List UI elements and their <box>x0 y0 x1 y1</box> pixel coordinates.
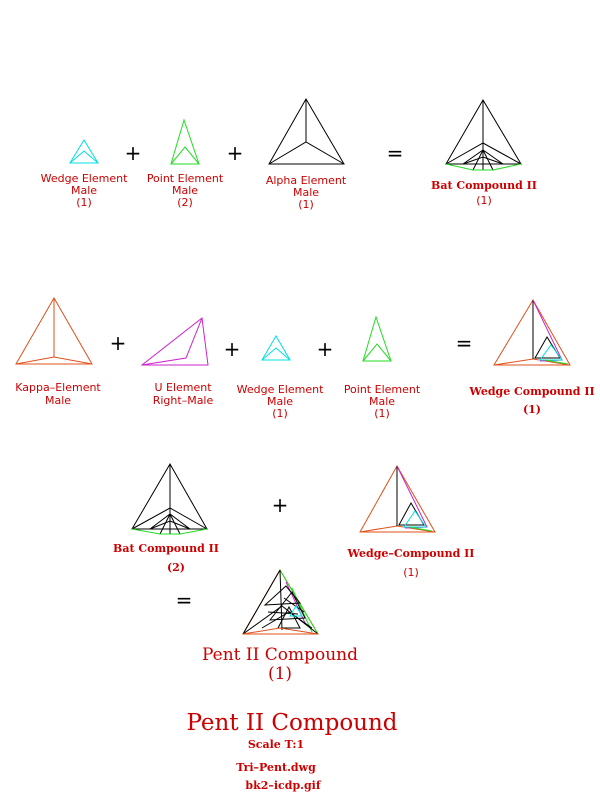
bat-compound-count: (1) <box>476 194 492 207</box>
alpha-element-shape <box>268 97 345 165</box>
pent-compound-name: Pent II Compound <box>202 645 358 665</box>
wedge-compound-shape <box>493 299 571 366</box>
bat-compound-shape <box>131 462 208 535</box>
bat-compound-name: Bat Compound II <box>113 542 219 555</box>
wedge-element-name: Wedge Element <box>237 383 324 396</box>
u-element-name: U Element <box>154 381 212 394</box>
wedge-compound-count: (1) <box>523 403 541 416</box>
plus-operator: + <box>272 493 289 517</box>
point-element-count: (1) <box>374 407 390 420</box>
bat-compound-count: (2) <box>167 561 185 574</box>
wedge-element-shape <box>69 139 99 164</box>
drawing-scale: Scale T:1 <box>248 738 304 751</box>
wedge-element-name: Wedge Element <box>41 172 128 185</box>
wedge-element-sex: Male <box>267 395 293 408</box>
u-element-shape <box>140 317 209 366</box>
kappa-element-shape <box>15 296 93 365</box>
equals-operator: = <box>456 331 473 355</box>
pent-compound-count: (1) <box>268 664 292 684</box>
wedge-element-sex: Male <box>71 184 97 197</box>
u-element-sex: Right–Male <box>153 394 214 407</box>
plus-operator: + <box>224 337 241 361</box>
point-element-count: (2) <box>177 196 193 209</box>
wedge-element-shape <box>261 335 291 361</box>
equals-operator: = <box>387 141 404 165</box>
point-element-shape <box>362 315 392 362</box>
bat-compound-name: Bat Compound II <box>431 179 537 192</box>
kappa-element-name: Kappa–Element <box>15 381 101 394</box>
pent-compound-shape <box>242 569 319 635</box>
wedge-compound-name: Wedge–Compound II <box>347 547 475 560</box>
plus-operator: + <box>125 141 142 165</box>
point-element-sex: Male <box>172 184 198 197</box>
drawing-title: Pent II Compound <box>186 710 397 736</box>
plus-operator: + <box>227 141 244 165</box>
plus-operator: + <box>110 331 127 355</box>
point-element-sex: Male <box>369 395 395 408</box>
alpha-element-count: (1) <box>298 198 314 211</box>
equals-operator: = <box>176 588 193 612</box>
wedge-compound-shape <box>359 464 436 533</box>
point-element-name: Point Element <box>147 172 224 185</box>
wedge-element-count: (1) <box>272 407 288 420</box>
wedge-compound-name: Wedge Compound II <box>468 385 594 398</box>
plus-operator: + <box>317 337 334 361</box>
bat-compound-shape <box>445 99 522 171</box>
wedge-compound-count: (1) <box>403 566 419 579</box>
point-element-name: Point Element <box>344 383 421 396</box>
wedge-element-count: (1) <box>76 196 92 209</box>
image-file-name: bk2–icdp.gif <box>245 779 321 792</box>
alpha-element-sex: Male <box>293 186 319 199</box>
drawing-file-name: Tri–Pent.dwg <box>236 761 316 774</box>
kappa-element-sex: Male <box>45 394 71 407</box>
alpha-element-name: Alpha Element <box>266 174 347 187</box>
point-element-shape <box>170 118 200 165</box>
